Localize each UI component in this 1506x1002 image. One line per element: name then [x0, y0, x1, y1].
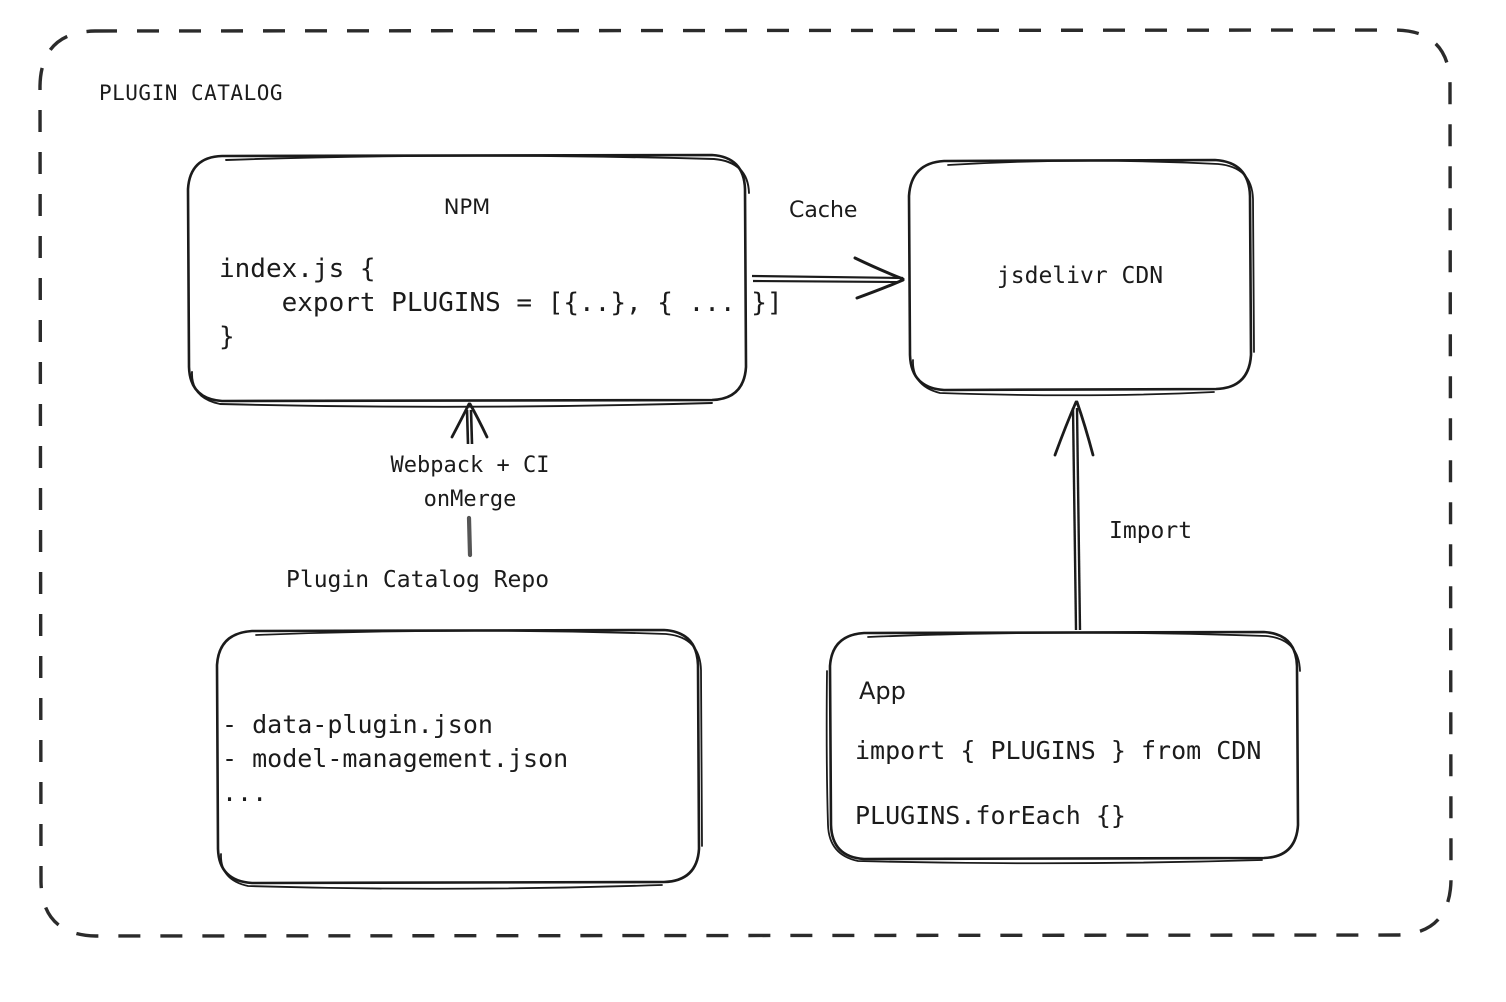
repo-node-file-list: - data-plugin.json - model-management.js… [222, 710, 569, 807]
edge-app-to-cdn [1053, 400, 1095, 631]
npm-node-code: index.js { export PLUGINS = [{..}, { ...… [219, 254, 783, 352]
repo-node-caption: Plugin Catalog Repo [286, 567, 550, 593]
app-node-code-foreach: PLUGINS.forEach {} [855, 801, 1126, 830]
edge-label-webpack-ci: Webpack + CI onMerge [390, 453, 550, 512]
app-node-shape [825, 630, 1301, 865]
edge-repo-to-npm [450, 402, 489, 558]
npm-node-title: NPM [443, 195, 491, 219]
edge-label-import: Import [1109, 518, 1193, 544]
npm-node-shape [186, 153, 750, 408]
cdn-node-title: jsdelivr CDN [996, 263, 1164, 289]
edge-npm-to-cdn [751, 256, 905, 300]
repo-node-shape [215, 628, 703, 890]
cdn-node-shape [907, 158, 1255, 397]
group-title: PLUGIN CATALOG [99, 81, 284, 105]
plugin-catalog-group-border [38, 28, 1453, 938]
edge-label-cache: Cache [789, 198, 858, 223]
app-node-title: App [859, 677, 906, 705]
app-node-code-import: import { PLUGINS } from CDN [855, 736, 1262, 765]
